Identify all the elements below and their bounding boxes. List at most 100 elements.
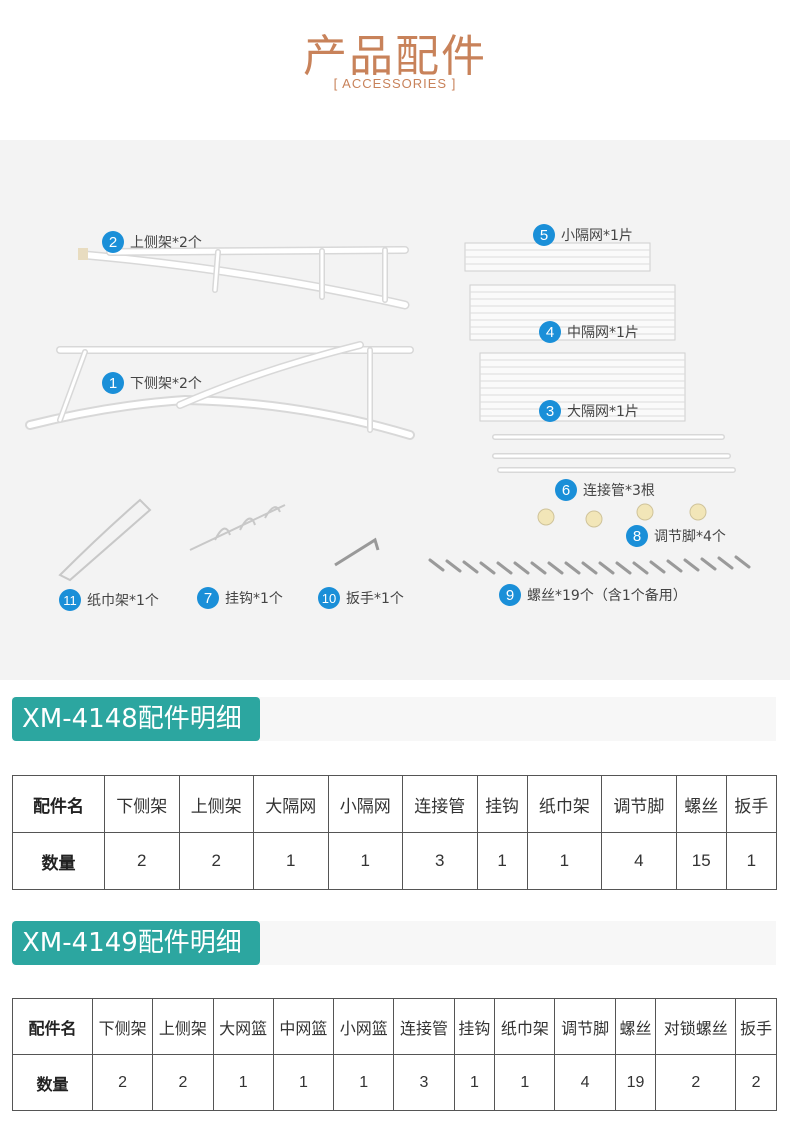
table-cell: 1	[333, 1054, 395, 1111]
table-header-cell: 连接管	[393, 998, 455, 1055]
table-header-cell: 螺丝	[675, 775, 727, 833]
table-row-quantity: 数量 2 2 1 1 3 1 1 4 15 1	[12, 832, 778, 890]
table-header-cell: 螺丝	[614, 998, 657, 1055]
accessories-illustration	[25, 242, 751, 582]
table-header-cell: 下侧架	[91, 998, 154, 1055]
callout-number: 3	[539, 400, 561, 422]
table-header-cell: 挂钩	[476, 775, 528, 833]
table-cell: 1	[327, 832, 403, 890]
table-header-cell: 中网篮	[272, 998, 335, 1055]
callout-number: 2	[102, 231, 124, 253]
callout-label: 螺丝*19个（含1个备用）	[527, 588, 687, 604]
table-header-cell: 上侧架	[178, 775, 254, 833]
table-row-header: 配件名 下侧架 上侧架 大隔网 小隔网 连接管 挂钩 纸巾架 调节脚 螺丝 扳手	[12, 775, 778, 833]
callout-large-shelf: 3 大隔网*1片	[539, 400, 639, 422]
table-header-cell: 调节脚	[554, 998, 616, 1055]
table-header-cell: 扳手	[735, 998, 777, 1055]
callout-connecting-tube: 6 连接管*3根	[555, 479, 655, 501]
lower-side-frame-drawing	[25, 341, 415, 440]
callout-number: 8	[626, 525, 648, 547]
table-header-cell: 小网篮	[333, 998, 395, 1055]
callout-small-shelf: 5 小隔网*1片	[533, 224, 633, 246]
table-row-label: 数量	[12, 832, 105, 890]
page-subtitle: [ ACCESSORIES ]	[333, 76, 457, 91]
model-title-4148: XM-4148配件明细	[12, 697, 260, 741]
callout-adjustable-foot: 8 调节脚*4个	[626, 525, 726, 547]
table-header-cell: 纸巾架	[494, 998, 556, 1055]
table-cell: 1	[476, 832, 528, 890]
table-header-cell: 大网篮	[212, 998, 274, 1055]
callout-number: 6	[555, 479, 577, 501]
table-header-cell: 调节脚	[601, 775, 677, 833]
model-title-4149: XM-4149配件明细	[12, 921, 260, 965]
adjustable-feet-drawing	[537, 503, 707, 528]
screws-drawing	[428, 555, 751, 575]
callout-wrench: 10 扳手*1个	[318, 587, 404, 609]
callout-number: 4	[539, 321, 561, 343]
section-header-4149: XM-4149配件明细	[12, 921, 776, 965]
connecting-tubes-drawing	[492, 434, 736, 473]
table-cell: 1	[272, 1054, 335, 1111]
table-cell: 19	[614, 1054, 657, 1111]
upper-side-frame-drawing	[78, 246, 410, 310]
callout-label: 大隔网*1片	[567, 404, 639, 420]
callout-label: 扳手*1个	[346, 591, 404, 607]
table-header-cell: 纸巾架	[526, 775, 603, 833]
table-row-header: 配件名 下侧架 上侧架 大网篮 中网篮 小网篮 连接管 挂钩 纸巾架 调节脚 螺…	[12, 998, 777, 1055]
table-header-cell: 下侧架	[104, 775, 180, 833]
table-cell: 2	[91, 1054, 154, 1111]
table-cell: 1	[725, 832, 778, 890]
table-header-cell: 上侧架	[152, 998, 214, 1055]
table-header-cell: 配件名	[12, 998, 93, 1055]
table-header-cell: 对锁螺丝	[655, 998, 737, 1055]
table-cell: 4	[601, 832, 677, 890]
table-cell: 3	[393, 1054, 455, 1111]
table-cell: 2	[655, 1054, 737, 1111]
table-cell: 2	[104, 832, 180, 890]
accessories-table-4149: 配件名 下侧架 上侧架 大网篮 中网篮 小网篮 连接管 挂钩 纸巾架 调节脚 螺…	[12, 998, 777, 1111]
callout-number: 10	[318, 587, 340, 609]
table-row-quantity: 数量 2 2 1 1 1 3 1 1 4 19 2 2	[12, 1054, 777, 1111]
table-cell: 1	[212, 1054, 274, 1111]
table-cell: 1	[494, 1054, 556, 1111]
table-cell: 2	[178, 832, 254, 890]
table-cell: 1	[253, 832, 329, 890]
towel-rack-drawing	[58, 498, 152, 582]
callout-upper-side-frame: 2 上侧架*2个	[102, 231, 202, 253]
callout-number: 5	[533, 224, 555, 246]
table-row-label: 数量	[12, 1054, 93, 1111]
callout-label: 连接管*3根	[583, 483, 655, 499]
callout-screws: 9 螺丝*19个（含1个备用）	[499, 584, 687, 606]
page-title: 产品配件	[303, 31, 487, 82]
callout-label: 小隔网*1片	[561, 228, 633, 244]
callout-medium-shelf: 4 中隔网*1片	[539, 321, 639, 343]
section-header-4148: XM-4148配件明细	[12, 697, 776, 741]
table-header-cell: 挂钩	[453, 998, 496, 1055]
callout-label: 挂钩*1个	[225, 591, 283, 607]
callout-number: 7	[197, 587, 219, 609]
callout-lower-side-frame: 1 下侧架*2个	[102, 372, 202, 394]
callout-label: 调节脚*4个	[654, 529, 726, 545]
table-cell: 1	[526, 832, 603, 890]
callout-number: 9	[499, 584, 521, 606]
table-header-cell: 连接管	[402, 775, 478, 833]
table-cell: 2	[735, 1054, 777, 1111]
table-cell: 2	[152, 1054, 214, 1111]
table-header-cell: 小隔网	[327, 775, 403, 833]
page-header: 产品配件 [ ACCESSORIES ]	[0, 0, 790, 140]
callout-label: 上侧架*2个	[130, 235, 202, 251]
callout-towel-rack: 11 纸巾架*1个	[59, 589, 159, 611]
accessories-table-4148: 配件名 下侧架 上侧架 大隔网 小隔网 连接管 挂钩 纸巾架 调节脚 螺丝 扳手…	[12, 775, 778, 890]
table-cell: 4	[554, 1054, 616, 1111]
table-cell: 15	[675, 832, 727, 890]
table-cell: 3	[402, 832, 478, 890]
table-header-cell: 扳手	[725, 775, 778, 833]
table-header-cell: 配件名	[12, 775, 105, 833]
callout-label: 中隔网*1片	[567, 325, 639, 341]
callout-hook: 7 挂钩*1个	[197, 587, 283, 609]
table-header-cell: 大隔网	[253, 775, 329, 833]
table-cell: 1	[453, 1054, 496, 1111]
callout-number: 11	[59, 589, 81, 611]
callout-number: 1	[102, 372, 124, 394]
accessories-photo: 2 上侧架*2个 1 下侧架*2个 5 小隔网*1片 4 中隔网*1片 3 大隔…	[0, 140, 790, 680]
